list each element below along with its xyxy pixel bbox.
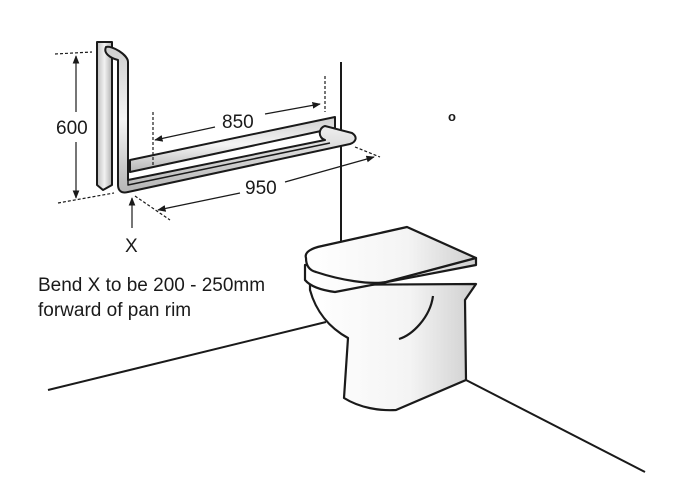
wall-marker: o — [448, 109, 456, 124]
rail-tube — [104, 45, 357, 194]
room-lines — [47, 62, 646, 473]
toilet-pan — [308, 282, 478, 412]
toilet-lid — [304, 225, 478, 284]
note-line-2: forward of pan rim — [38, 300, 192, 321]
bend-instruction-note: Bend X to be 200 - 250mm forward of pan … — [38, 273, 265, 323]
floor-line-right — [465, 379, 646, 473]
dim-950-label: 950 — [245, 178, 277, 199]
dimension-lines — [54, 51, 381, 228]
dim-600-label: 600 — [56, 118, 88, 139]
dim-850-arrow — [154, 126, 216, 142]
rail-wall-plate-vertical — [96, 41, 113, 191]
dim-850-label: 850 — [222, 112, 254, 133]
grab-rail — [96, 41, 357, 194]
note-line-1: Bend X to be 200 - 250mm — [38, 275, 266, 296]
bend-x-label: X — [125, 236, 138, 257]
toilet — [303, 225, 478, 412]
dim-950-arrow — [157, 192, 241, 212]
floor-line-left — [47, 321, 327, 391]
